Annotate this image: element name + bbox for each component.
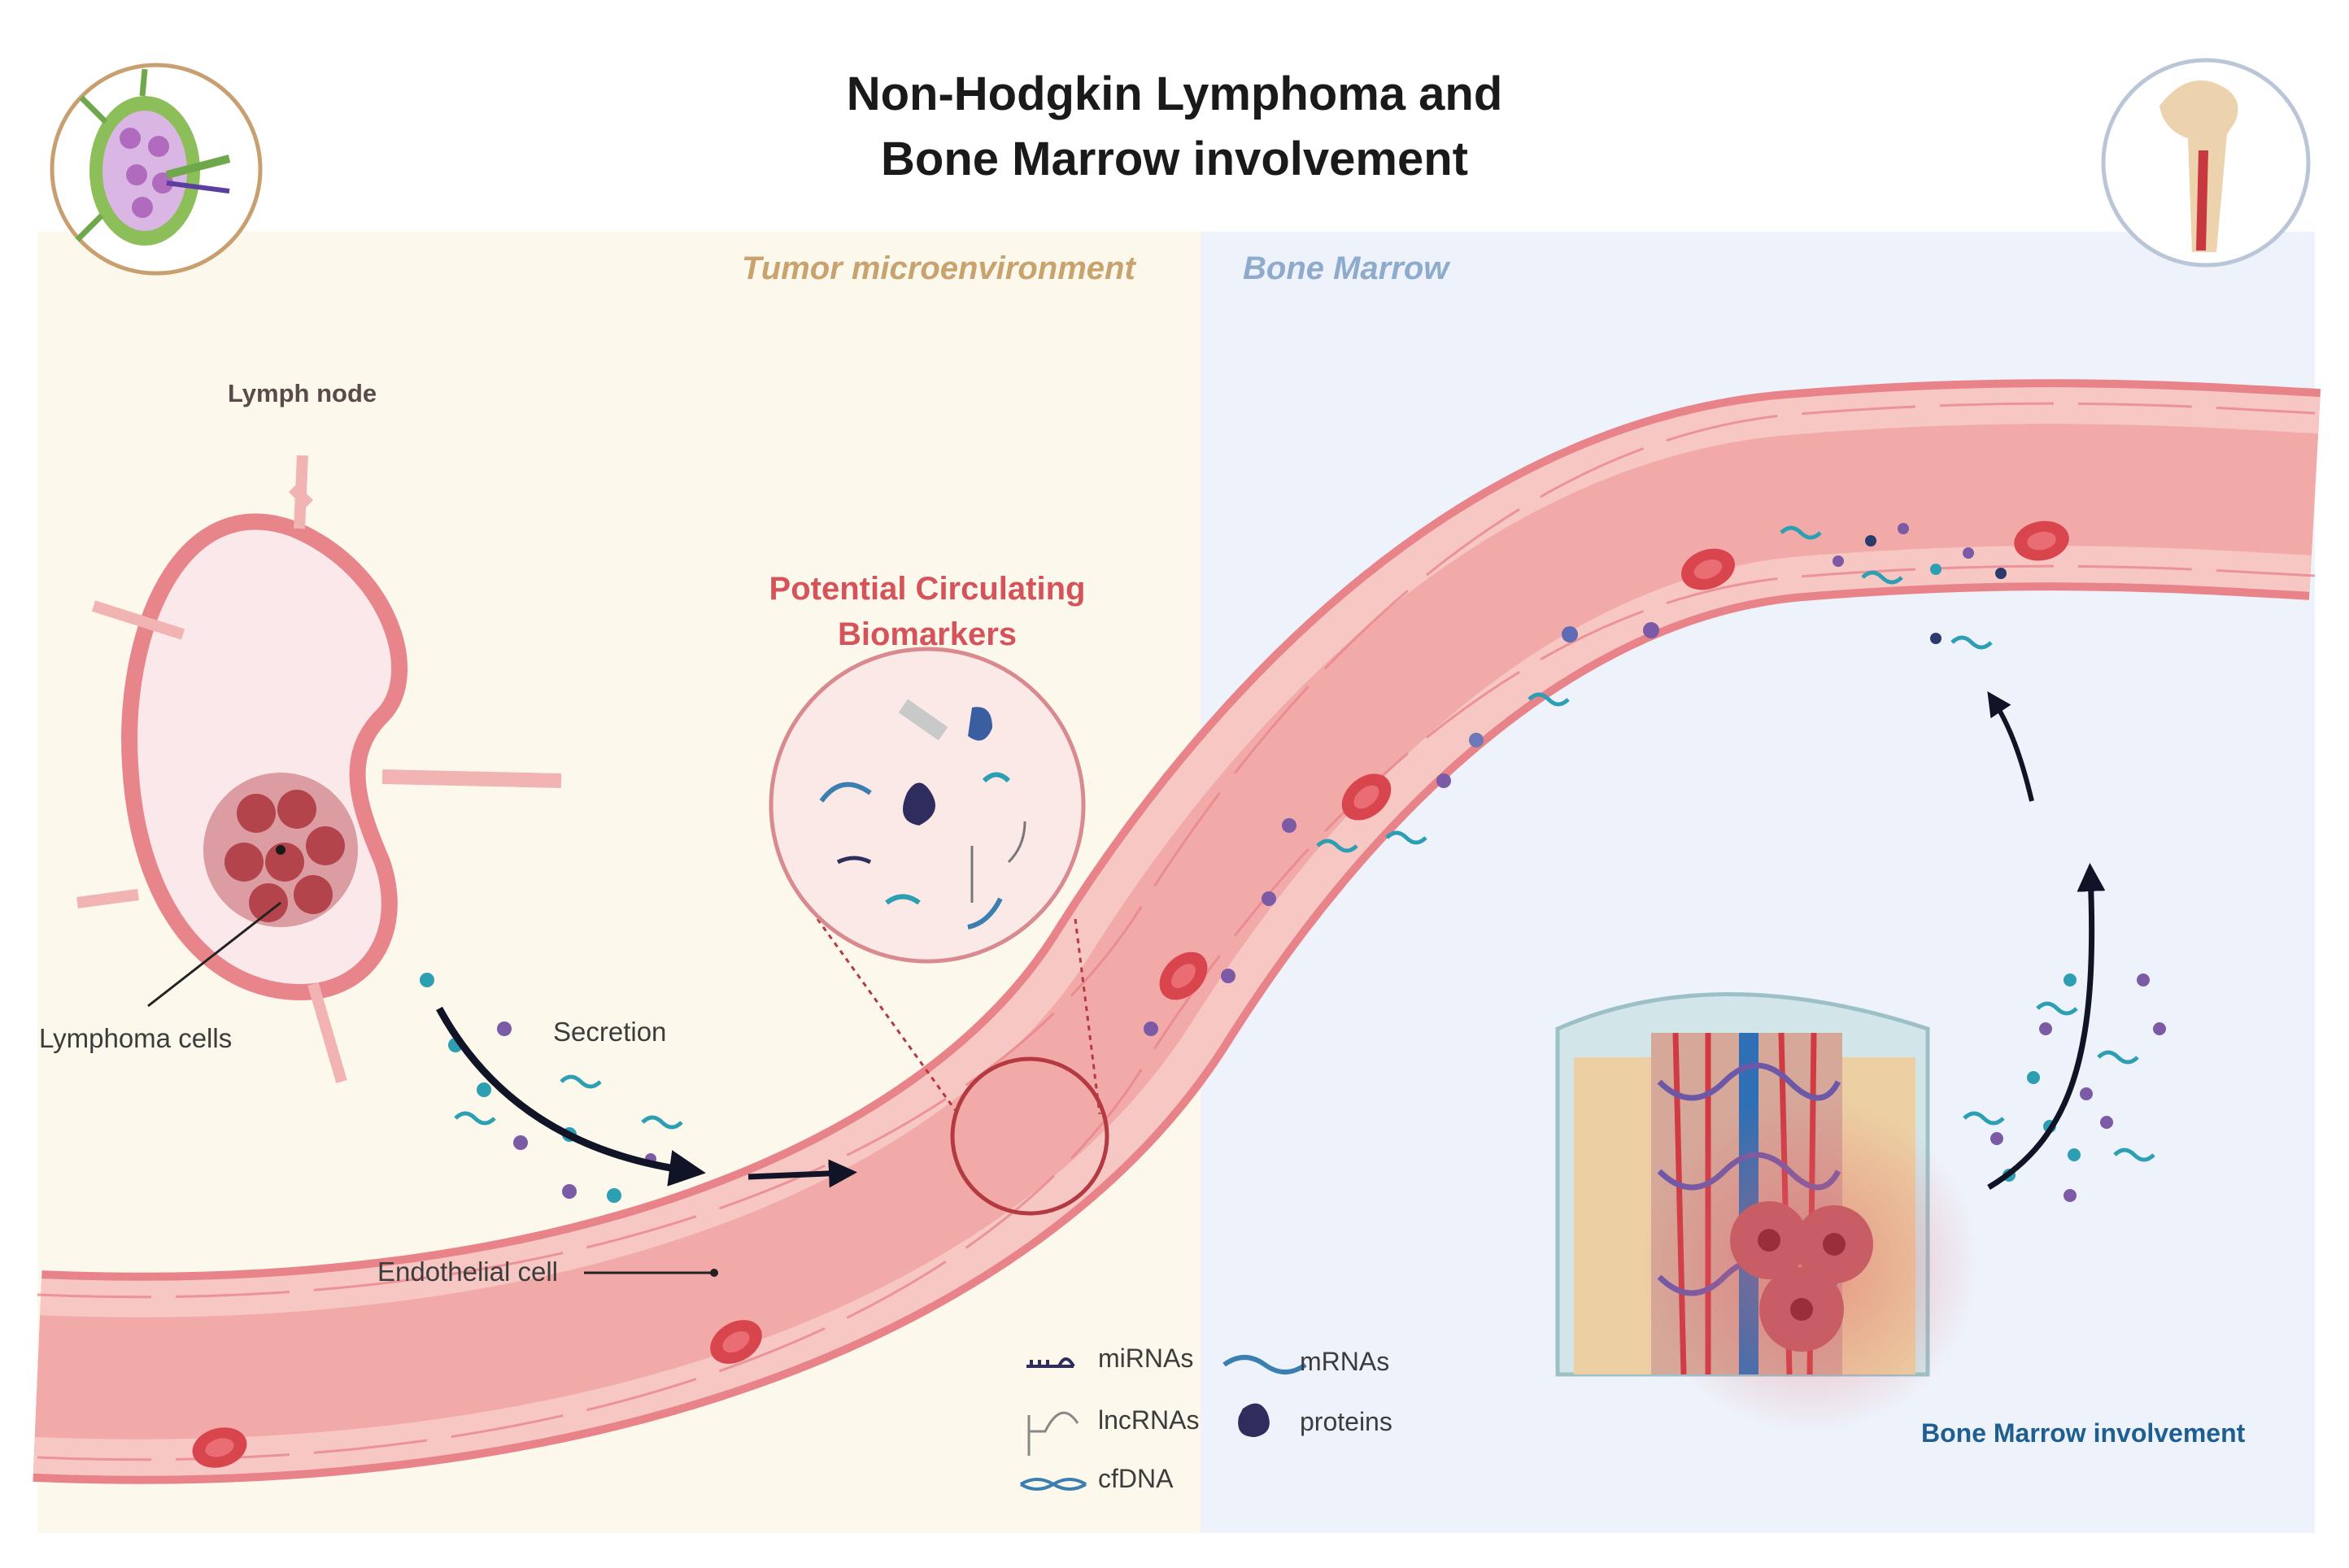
bone-marrow-particles xyxy=(1963,973,2166,1202)
lymphoma-cells-label: Lymphoma cells xyxy=(39,1023,233,1053)
tumor-microenvironment-label: Tumor microenvironment xyxy=(742,250,1135,286)
red-blood-cell xyxy=(710,1320,762,1364)
femur-bone-icon xyxy=(2101,58,2311,268)
cfdna-icon xyxy=(1019,1478,1087,1491)
red-blood-cell xyxy=(192,1427,247,1468)
diagram-title-line2: Bone Marrow involvement xyxy=(881,133,1468,185)
release-arrow xyxy=(1987,691,2034,802)
diagram-title-line1: Non-Hodgkin Lymphoma and xyxy=(846,68,1503,120)
legend-mrnas: mRNAs xyxy=(1300,1347,1390,1376)
mirna-icon xyxy=(1026,1357,1075,1368)
red-blood-cell xyxy=(1159,952,1208,1000)
bone-marrow-label: Bone Marrow xyxy=(1243,250,1449,286)
legend-lncrnas: lncRNAs xyxy=(1098,1405,1200,1435)
secretion-arrow xyxy=(436,1006,706,1187)
lncrna-icon xyxy=(1027,1411,1079,1456)
secretion-particles xyxy=(420,973,683,1203)
biomarker-magnifier xyxy=(769,647,1109,1216)
lymph-node xyxy=(76,455,562,1083)
red-blood-cell xyxy=(2014,520,2069,561)
red-blood-cell xyxy=(1341,773,1392,821)
mrna-icon xyxy=(1222,1355,1307,1374)
red-blood-cells xyxy=(192,520,2069,1468)
circulating-particles xyxy=(1144,523,2007,1036)
lymphoma-cells-pointer xyxy=(147,901,281,1008)
legend-mirnas: miRNAs xyxy=(1098,1344,1194,1373)
biomarkers-title-line1: Potential Circulating xyxy=(769,571,1086,607)
legend-cfdna: cfDNA xyxy=(1098,1464,1174,1493)
biomarkers-title-line2: Biomarkers xyxy=(837,616,1018,652)
bone-marrow-involvement-label: Bone Marrow involvement xyxy=(1921,1418,2246,1448)
lymph-node-icon xyxy=(50,63,263,276)
endothelial-cell-label: Endothelial cell xyxy=(377,1257,558,1287)
secretion-label: Secretion xyxy=(553,1017,667,1047)
bone-marrow-upward-arrow xyxy=(1987,863,2106,1191)
lymph-node-label: Lymph node xyxy=(228,379,377,407)
blood-vessel xyxy=(33,379,2321,1484)
protein-icon xyxy=(1238,1403,1270,1437)
flow-arrow xyxy=(747,1159,857,1188)
lymphoma-tumor-cluster xyxy=(203,773,358,927)
endothelial-cell-pointer-dot xyxy=(710,1269,718,1277)
bone-marrow-section xyxy=(1555,992,1981,1435)
legend-icons xyxy=(1019,1355,1307,1491)
red-blood-cell xyxy=(1681,548,1735,590)
legend-proteins: proteins xyxy=(1300,1407,1392,1436)
